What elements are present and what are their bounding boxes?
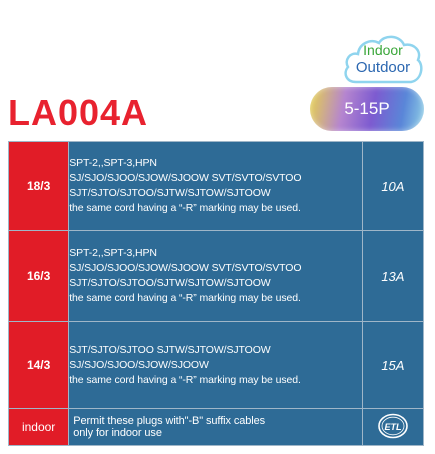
indoor-note-line: only for indoor use — [73, 427, 162, 439]
cord-type-line: SJT/SJTO/SJTOO/SJTW/SJTOW/SJTOOW — [69, 277, 271, 289]
table-row: 18/3 SPT-2,,SPT-3,HPN SJ/SJO/SJOO/SJOW/S… — [7, 141, 425, 231]
indoor-label-cell: indoor — [7, 408, 70, 446]
etl-mark-text: ETL — [384, 422, 401, 432]
cord-types-cell: SPT-2,,SPT-3,HPN SJ/SJO/SJOO/SJOW/SJOOW … — [68, 230, 363, 322]
cord-type-line: SJT/SJTO/SJTOO SJTW/SJTOW/SJTOOW — [69, 343, 271, 356]
table-row: 16/3 SPT-2,,SPT-3,HPN SJ/SJO/SJOO/SJOW/S… — [7, 230, 425, 322]
cord-types-cell: SPT-2,,SPT-3,HPN SJ/SJO/SJOO/SJOW/SJOOW … — [68, 141, 363, 231]
cloud-icon — [344, 35, 423, 84]
gauge-cell: 16/3 — [7, 230, 70, 322]
amperage-cell: 15A — [361, 321, 425, 409]
cord-type-line: SJ/SJO/SJOO/SJOW/SJOOW SVT/SVTO/SVTOO — [69, 172, 302, 184]
spec-table: 18/3 SPT-2,,SPT-3,HPN SJ/SJO/SJOO/SJOW/S… — [7, 141, 425, 446]
cord-type-line: SJ/SJO/SJOO/SJOW/SJOOW SVT/SVTO/SVTOO — [69, 262, 302, 274]
etl-mark-cell: ETL — [361, 408, 425, 446]
table-row: 14/3 SJT/SJTO/SJTOO SJTW/SJTOW/SJTOOW SJ… — [7, 321, 425, 409]
cord-type-line: the same cord having a “-R” marking may … — [69, 202, 301, 214]
cord-type-line: SPT-2,,SPT-3,HPN — [69, 157, 157, 169]
plug-type-badge: 5-15P — [310, 87, 424, 131]
indoor-label: Indoor — [363, 42, 403, 58]
indoor-outdoor-badge: Indoor Outdoor — [342, 32, 424, 88]
cord-types-cell: SJT/SJTO/SJTOO SJTW/SJTOW/SJTOOW SJ/SJO/… — [68, 321, 363, 409]
etl-listed-icon: ETL — [376, 413, 410, 439]
amperage-cell: 13A — [361, 230, 425, 322]
cord-type-line: the same cord having a “-R” marking may … — [69, 292, 301, 304]
outdoor-label: Outdoor — [355, 59, 411, 76]
cord-type-line: SJ/SJO/SJOO/SJOW/SJOOW — [69, 358, 209, 371]
model-number: LA004A — [8, 92, 149, 133]
cord-type-line: SPT-2,,SPT-3,HPN — [69, 247, 157, 259]
cord-type-line: SJT/SJTO/SJTOO/SJTW/SJTOW/SJTOOW — [69, 187, 271, 199]
gauge-cell: 14/3 — [7, 321, 70, 409]
gauge-cell: 18/3 — [7, 141, 70, 231]
indoor-note-cell: Permit these plugs with"-B" suffix cable… — [68, 408, 363, 446]
table-row: indoor Permit these plugs with"-B" suffi… — [7, 408, 425, 446]
indoor-note-line: Permit these plugs with"-B" suffix cable… — [73, 415, 266, 427]
amperage-cell: 10A — [361, 141, 425, 231]
cord-type-line: the same cord having a “-R” marking may … — [69, 373, 301, 386]
